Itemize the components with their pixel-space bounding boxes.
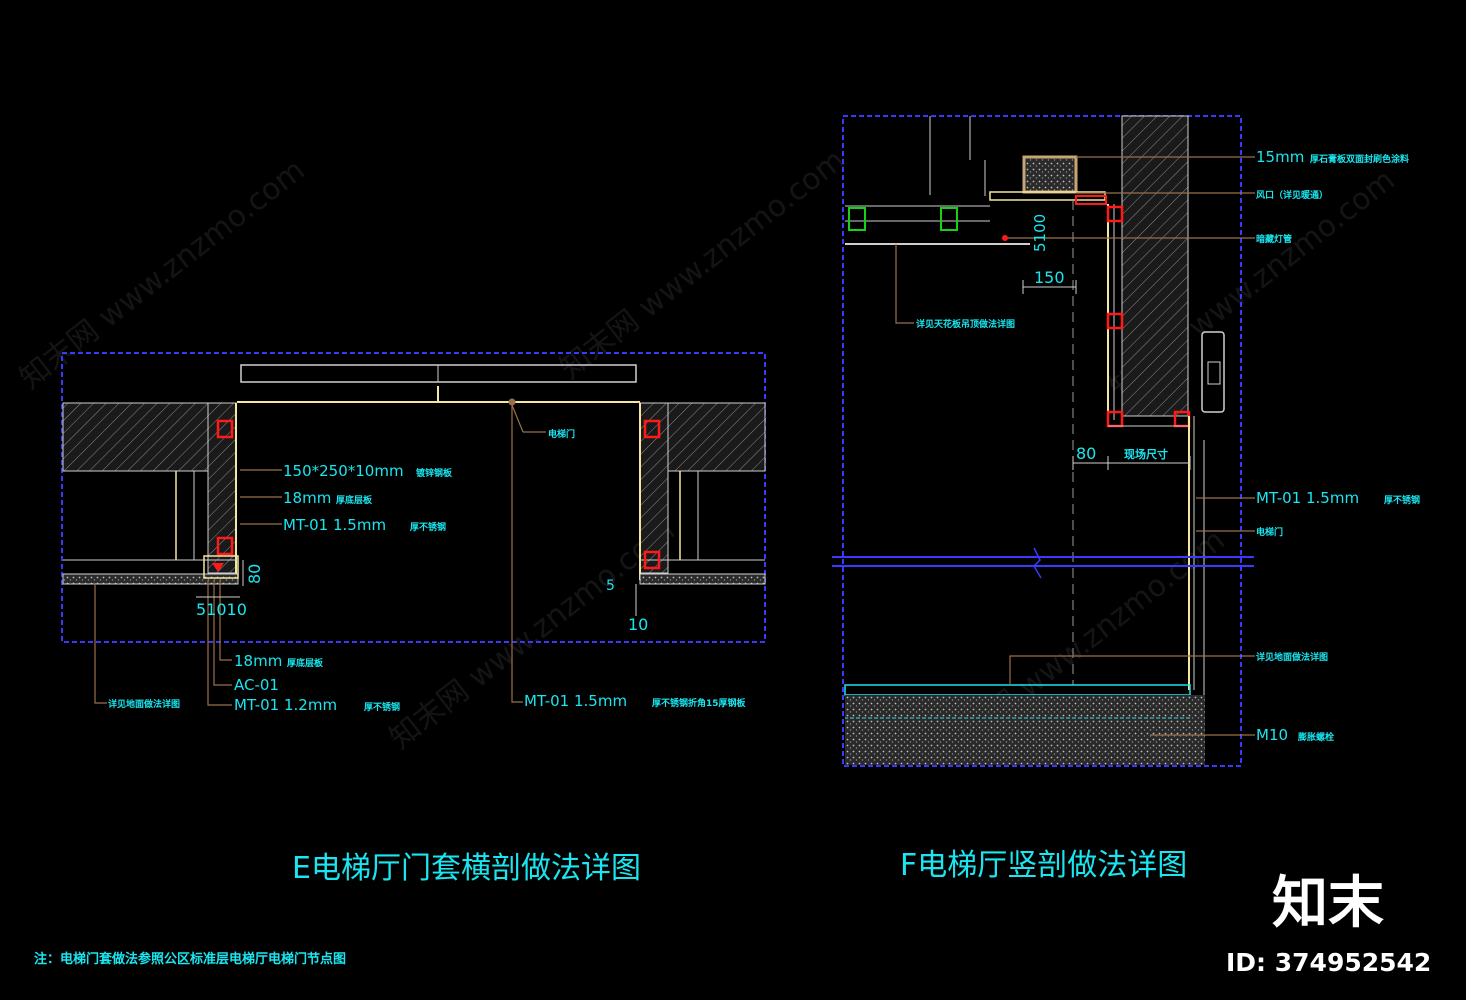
- gypsum-box: [1022, 155, 1078, 194]
- label-elevator-door: 电梯门: [548, 428, 575, 440]
- label-mt01-bottom-note: 厚不锈钢折角15厚钢板: [652, 697, 747, 709]
- dim-5110: 51010: [196, 600, 247, 619]
- label-top-15mm: 15mm: [1256, 148, 1304, 166]
- label-board18-top: 18mm: [283, 489, 331, 507]
- drawing-e-title: E电梯厅门套横剖做法详图: [292, 851, 641, 886]
- label-mt01-f-note: 厚不锈钢: [1384, 494, 1420, 506]
- label-ceiling-ref: 详见天花板吊顶做法详图: [916, 318, 1015, 330]
- svg-text:知末网 www.znzmo.com: 知末网 www.znzmo.com: [553, 143, 851, 387]
- label-m10-note: 膨胀螺栓: [1297, 731, 1334, 743]
- label-top-15mm-note: 厚石膏板双面封刷色涂料: [1310, 153, 1409, 165]
- label-mt01-12-note: 厚不锈钢: [364, 701, 400, 713]
- svg-text:知末网 www.znzmo.com: 知末网 www.znzmo.com: [13, 153, 311, 397]
- label-mt01-12: MT-01 1.2mm: [234, 696, 337, 714]
- label-board18-bottom: 18mm: [234, 652, 282, 670]
- label-mt01-f: MT-01 1.5mm: [1256, 489, 1359, 507]
- dim-150: 150: [1034, 268, 1065, 287]
- drawing-e: 150*250*10mm 镀锌钢板 18mm 厚底层板 MT-01 1.5mm …: [61, 352, 766, 886]
- left-wall-hatch: [62, 402, 209, 472]
- label-plate: 150*250*10mm: [283, 462, 404, 480]
- label-floor-ref-f: 详见地面做法详图: [1256, 651, 1328, 663]
- dim-80-f: 80: [1076, 444, 1096, 463]
- watermark-id: ID: 374952542: [1226, 948, 1431, 977]
- label-door-f: 电梯门: [1256, 526, 1283, 538]
- dim-5: 5: [606, 578, 615, 594]
- label-ac01: AC-01: [234, 676, 279, 694]
- label-mt01-bottom: MT-01 1.5mm: [524, 692, 627, 710]
- drawing-f-frame: [842, 115, 1242, 767]
- label-mt01-15-note: 厚不锈钢: [410, 521, 446, 533]
- label-plate-note: 镀锌钢板: [416, 467, 453, 479]
- label-board18-top-note: 厚底层板: [336, 494, 373, 506]
- dim-5100: 5100: [1031, 214, 1049, 252]
- watermark-brand: 知末: [1272, 871, 1384, 936]
- wall-hatch: [1121, 115, 1189, 417]
- label-mt01-15: MT-01 1.5mm: [283, 516, 386, 534]
- drawing-f: 15mm 厚石膏板双面封刷色涂料 风口（详见暖通） 暗藏灯管 详见天花板吊顶做法…: [832, 115, 1420, 883]
- label-vent: 风口（详见暖通）: [1256, 189, 1328, 201]
- dim-site: 现场尺寸: [1124, 447, 1168, 461]
- label-light: 暗藏灯管: [1256, 233, 1292, 245]
- right-wall-hatch: [667, 402, 766, 472]
- sheet-note: 注：电梯门套做法参照公区标准层电梯厅电梯门节点图: [34, 951, 346, 967]
- label-board18-bottom-note: 厚底层板: [287, 657, 324, 669]
- label-floor-ref-e: 详见地面做法详图: [108, 698, 180, 710]
- svg-text:知末网 www.znzmo.com: 知末网 www.znzmo.com: [383, 513, 681, 757]
- label-m10: M10: [1256, 726, 1288, 744]
- drawing-f-title: F电梯厅竖剖做法详图: [900, 848, 1187, 883]
- dim-80: 80: [245, 564, 264, 584]
- dim-10: 10: [628, 615, 648, 634]
